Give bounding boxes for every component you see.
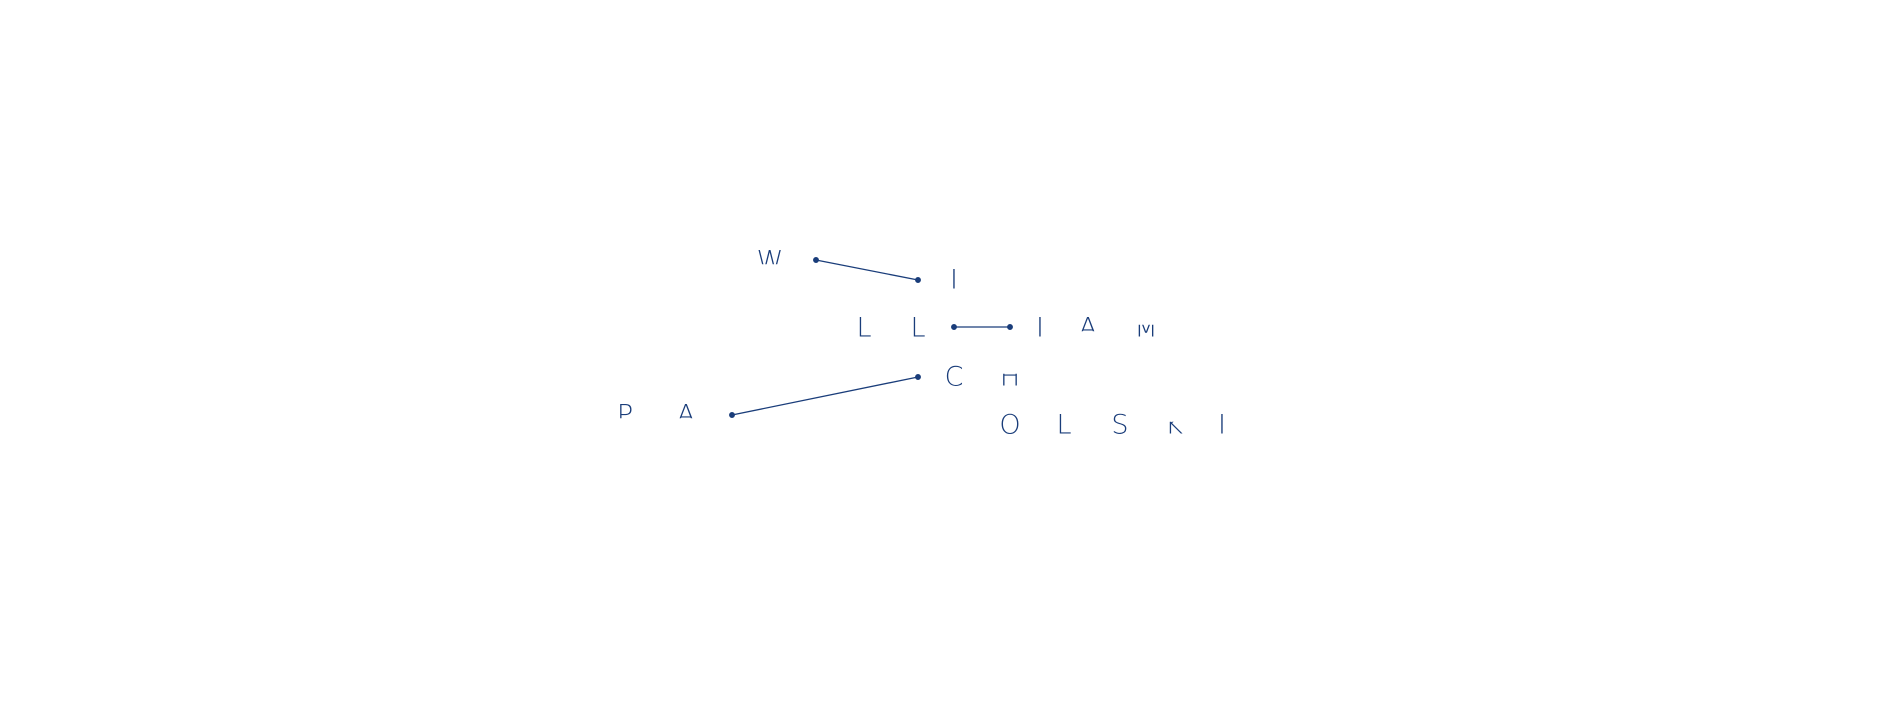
connector-dot	[729, 412, 735, 418]
letter-k: K	[1165, 409, 1183, 441]
letter-s: S	[1111, 409, 1129, 441]
letter-p: P	[616, 399, 634, 431]
connector-dot	[1007, 324, 1013, 330]
connector-line-a-c	[731, 376, 919, 416]
letter-m: M	[1134, 312, 1158, 344]
connector-line-w-i	[815, 259, 919, 281]
letter-i: I	[1036, 312, 1044, 344]
connector-dot	[951, 324, 957, 330]
letter-l: L	[910, 312, 926, 344]
letter-o: O	[999, 409, 1021, 441]
letter-a: A	[1078, 312, 1098, 344]
connector-dot	[915, 374, 921, 380]
letter-h: H	[999, 361, 1021, 393]
letter-l: L	[1056, 409, 1072, 441]
letter-i: I	[950, 264, 958, 296]
letter-l: L	[856, 312, 872, 344]
letter-i: I	[1218, 409, 1226, 441]
letter-c: C	[944, 361, 964, 393]
connector-dot	[915, 277, 921, 283]
connector-dot	[813, 257, 819, 263]
letter-w: W	[756, 245, 784, 277]
letter-a: A	[676, 399, 696, 431]
